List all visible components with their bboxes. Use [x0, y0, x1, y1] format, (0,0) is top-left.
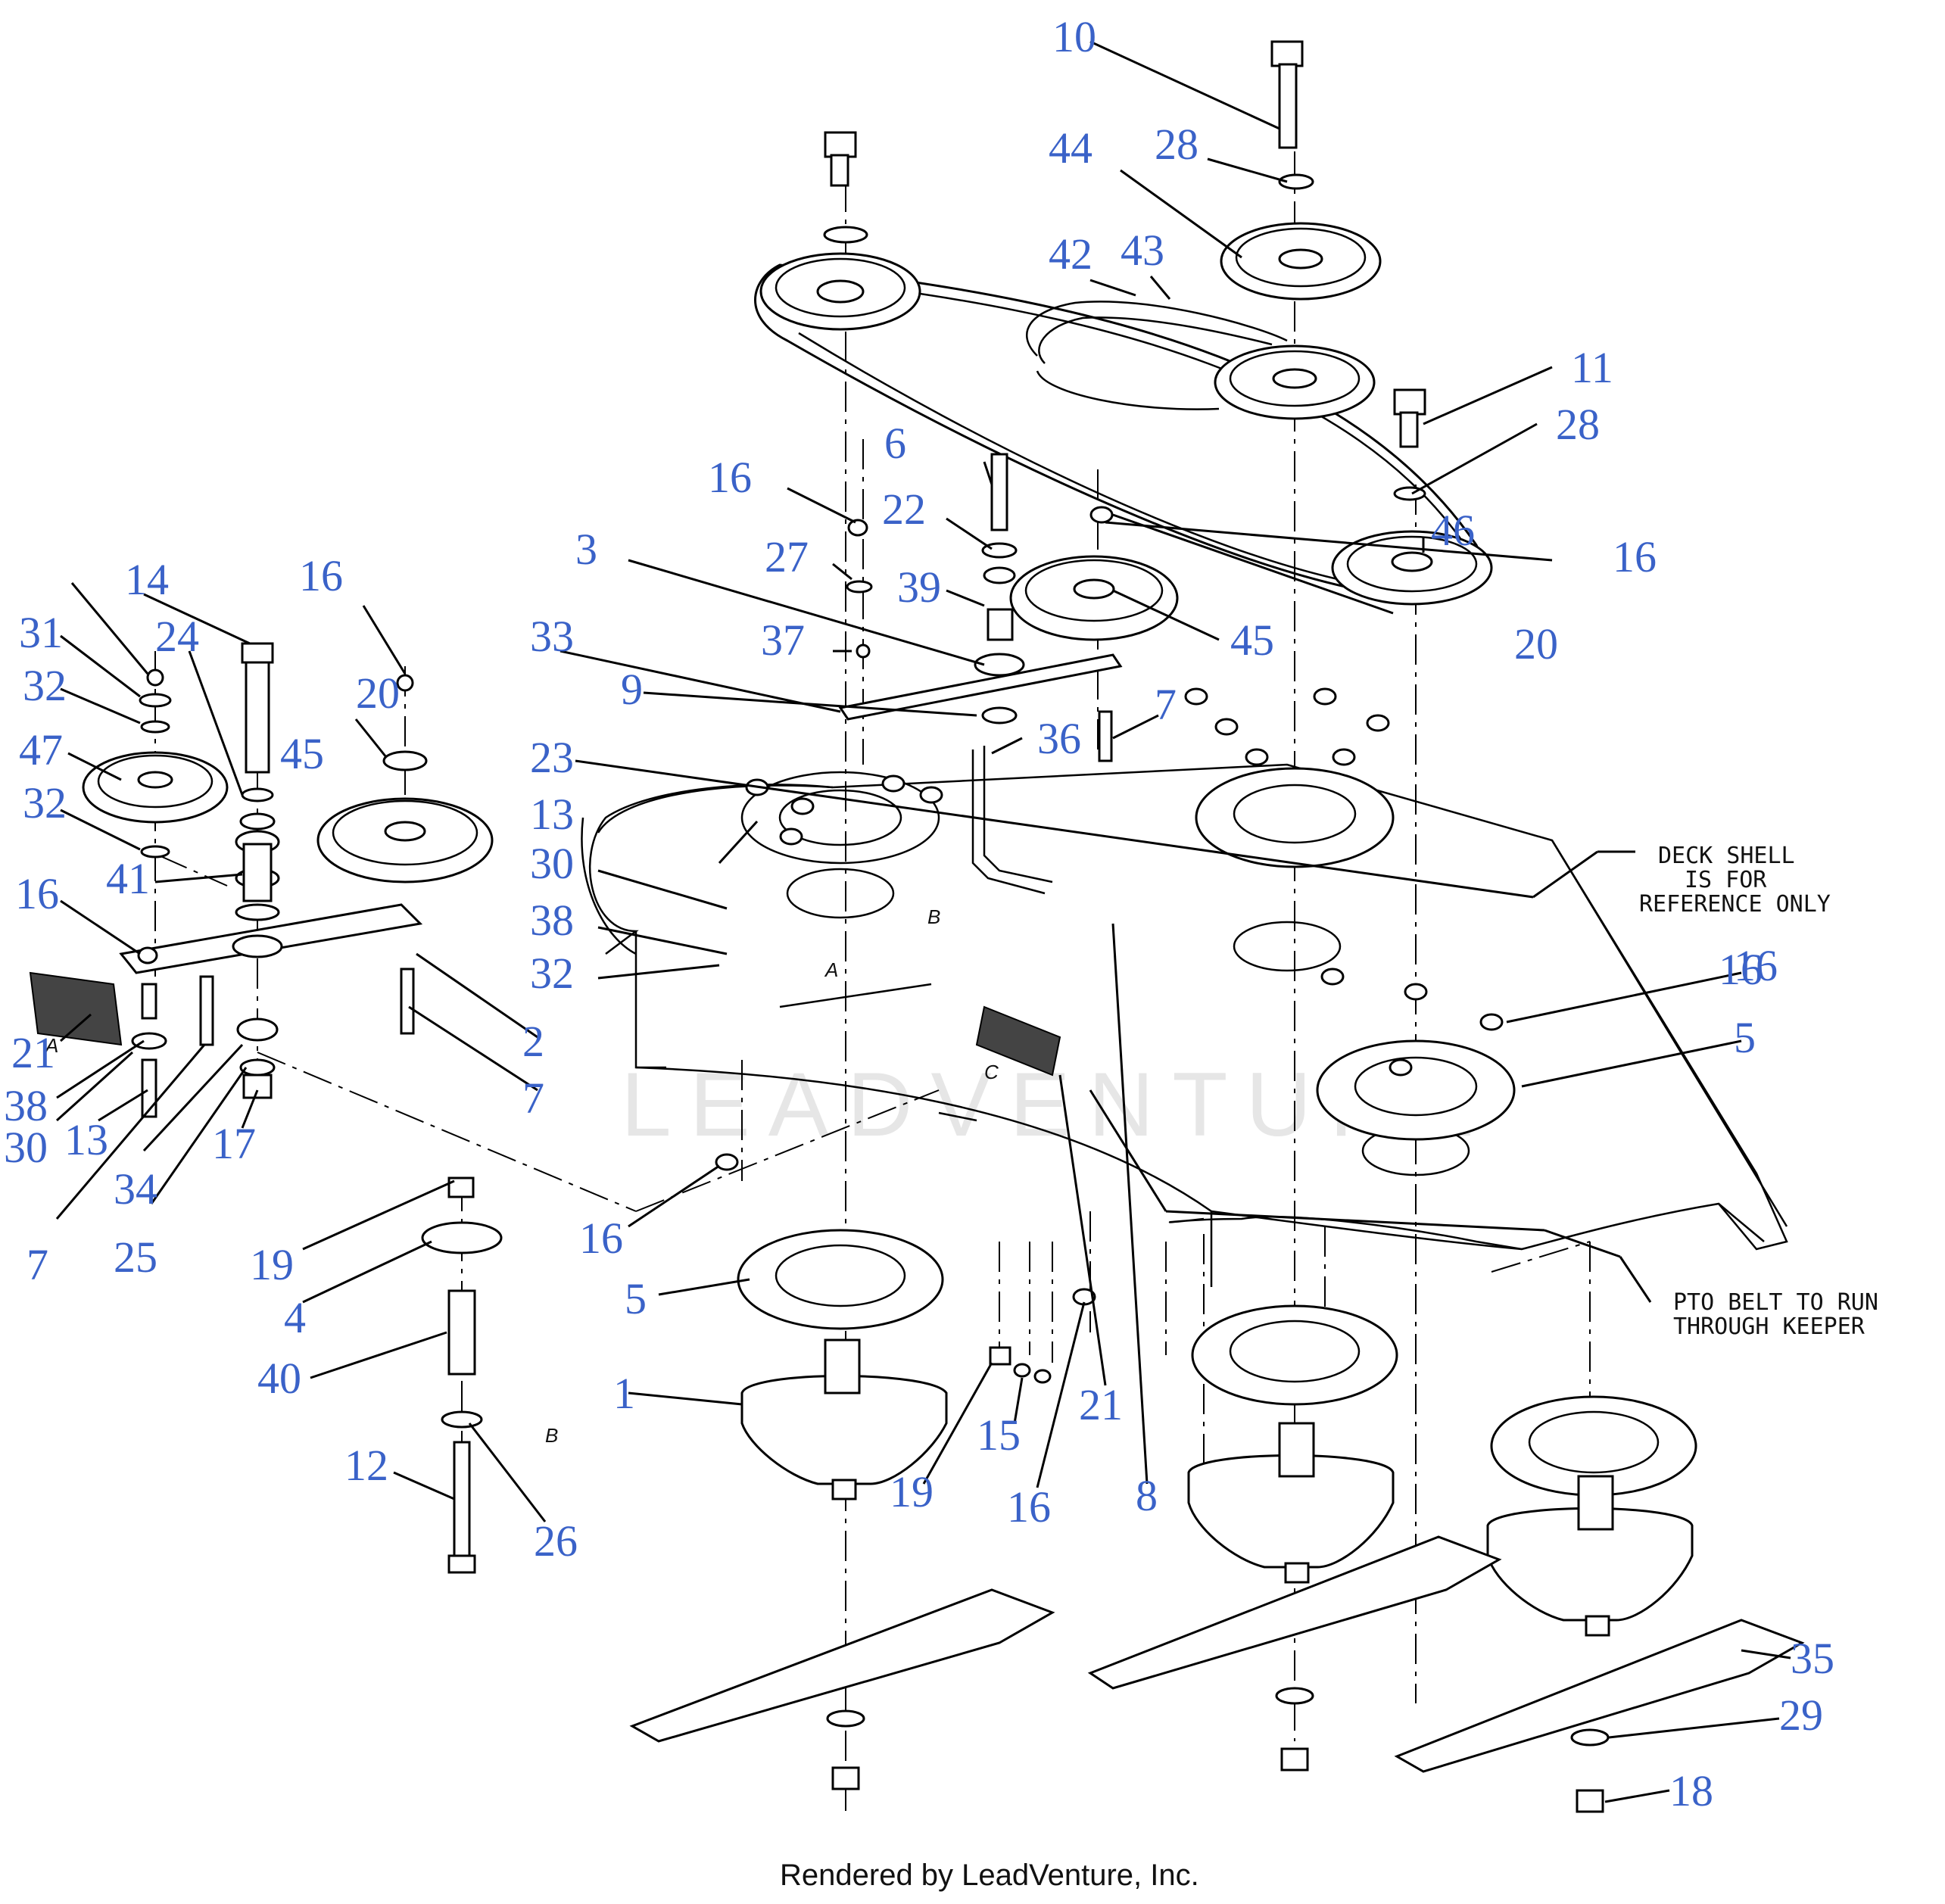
part-callout: 7 — [522, 1074, 544, 1123]
part-callout: 10 — [1052, 12, 1096, 61]
deck-shell-note: DECK SHELL IS FOR REFERENCE ONLY — [1639, 843, 1831, 918]
part-callout: 16 — [1007, 1482, 1051, 1532]
part-callout: 4 — [284, 1293, 306, 1342]
part-callout: 27 — [765, 532, 809, 581]
part-callout: 21 — [1079, 1380, 1123, 1429]
part-callout: 32 — [530, 949, 574, 998]
part-callout: 5 — [1734, 1013, 1756, 1062]
part-callout: 30 — [530, 839, 574, 888]
part-callout: 38 — [4, 1081, 48, 1130]
part-callout: 16 — [1734, 941, 1778, 990]
part-callout: 16 — [15, 869, 59, 918]
part-callout: 5 — [625, 1274, 647, 1323]
part-callout: 45 — [280, 729, 324, 778]
part-callout: 20 — [1514, 619, 1558, 668]
spindles — [740, 1338, 1694, 1637]
part-callout: 30 — [4, 1123, 48, 1172]
part-callout: 28 — [1556, 400, 1600, 449]
part-callout: 36 — [1037, 714, 1081, 763]
part-callout: 29 — [1779, 1691, 1823, 1740]
part-callout: 12 — [344, 1441, 388, 1490]
deck-shell-note-line-3: REFERENCE ONLY — [1639, 891, 1831, 918]
part-callout: 25 — [114, 1232, 157, 1282]
part-callout: 40 — [257, 1354, 301, 1403]
part-callout: 23 — [530, 733, 574, 782]
part-callout: 44 — [1049, 123, 1093, 173]
part-callout: 46 — [1431, 506, 1475, 555]
part-callout: 9 — [621, 665, 643, 714]
part-callout: 35 — [1791, 1634, 1834, 1683]
part-callout: 24 — [155, 612, 199, 661]
deck-shell — [581, 763, 1788, 1287]
reference-letter: A — [824, 958, 838, 981]
part-callout: 33 — [530, 612, 574, 661]
part-callout: 19 — [250, 1240, 294, 1289]
part-callout: 21 — [11, 1028, 55, 1077]
part-callout: 18 — [1669, 1766, 1713, 1815]
part-callout: 3 — [575, 525, 597, 574]
part-callout: 42 — [1049, 229, 1093, 279]
deck-shell-note-line-1: DECK SHELL — [1658, 843, 1795, 869]
reference-letter: B — [927, 905, 940, 928]
part-callout: 26 — [534, 1516, 578, 1566]
part-callout: 41 — [106, 854, 150, 903]
leader-lines — [55, 40, 1791, 1803]
part-callout: 47 — [19, 725, 63, 774]
reference-letter: C — [984, 1061, 999, 1083]
part-callout: 20 — [356, 668, 400, 718]
part-callout: 37 — [761, 615, 805, 665]
reference-letter: B — [545, 1424, 558, 1447]
part-callout: 39 — [897, 562, 941, 612]
footer-credit: Rendered by LeadVenture, Inc. — [780, 1859, 1199, 1892]
part-callout: 34 — [114, 1164, 157, 1214]
pto-belt-note-line-2: THROUGH KEEPER — [1673, 1313, 1866, 1340]
mount-plates — [737, 767, 1697, 1497]
part-callout: 13 — [64, 1115, 108, 1164]
springs — [29, 971, 1061, 1077]
part-callout: 11 — [1571, 343, 1613, 392]
part-callout: 17 — [212, 1119, 256, 1168]
deck-shell-note-line-2: IS FOR — [1685, 867, 1767, 893]
part-callout: 43 — [1121, 226, 1164, 275]
part-callout: 14 — [125, 555, 169, 604]
part-callout: 45 — [1230, 615, 1274, 665]
part-callout: 7 — [1155, 680, 1177, 729]
part-callout: 8 — [1136, 1471, 1158, 1520]
part-callout: 16 — [1719, 945, 1763, 994]
part-callout: 15 — [977, 1410, 1021, 1460]
reference-letter: A — [44, 1034, 58, 1057]
blades — [629, 1535, 1805, 1773]
part-callout: 32 — [23, 661, 67, 710]
pulleys — [82, 222, 1493, 883]
part-callouts: 10 28 44 43 42 11 28 6 16 22 46 16 3 27 … — [4, 12, 1834, 1815]
part-callout: 22 — [882, 485, 926, 534]
part-callout: 16 — [708, 453, 752, 502]
part-callout: 16 — [1613, 532, 1657, 581]
part-callout: 1 — [613, 1369, 635, 1418]
part-callout: 16 — [579, 1214, 623, 1263]
hardware — [131, 40, 1610, 1813]
part-callout: 32 — [23, 778, 67, 827]
part-callout: 16 — [299, 551, 343, 600]
part-callout: 13 — [530, 790, 574, 839]
part-callout: 7 — [26, 1240, 48, 1289]
part-callout: 6 — [884, 419, 906, 468]
part-callout: 19 — [890, 1467, 934, 1516]
pto-belt-note-line-1: PTO BELT TO RUN — [1673, 1289, 1878, 1316]
part-callout: 31 — [19, 608, 63, 657]
part-callout: 38 — [530, 896, 574, 945]
pto-belt-note: PTO BELT TO RUN THROUGH KEEPER — [1673, 1289, 1878, 1340]
part-callout: 2 — [522, 1017, 544, 1066]
part-callout: 28 — [1155, 120, 1198, 169]
reference-letters: A A B B C — [44, 905, 999, 1447]
